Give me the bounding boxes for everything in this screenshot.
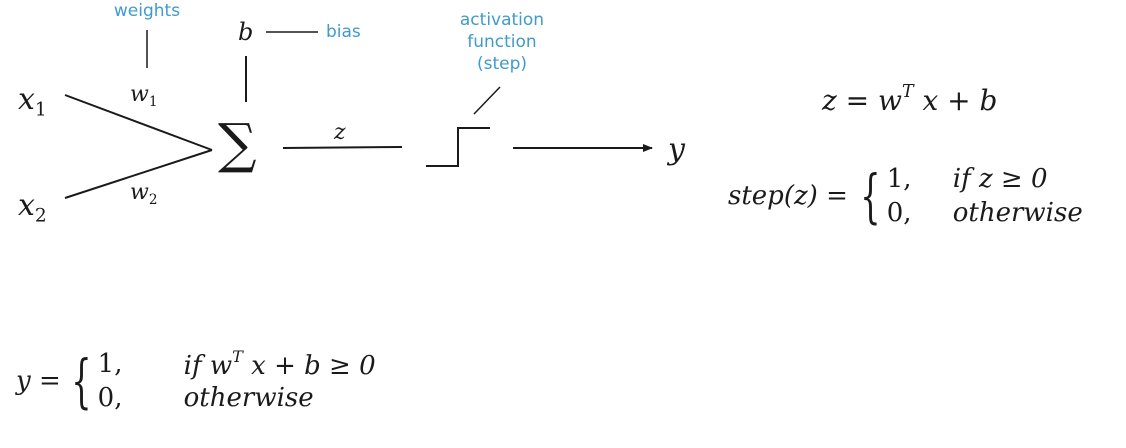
activation-line-1: activation <box>459 10 545 30</box>
input-x2-symbol: x <box>18 188 35 223</box>
y-def-case-1-value: 1, <box>97 349 123 379</box>
input-x1-subscript: 1 <box>34 99 47 121</box>
step-function-glyph <box>426 127 490 167</box>
step-def-case-1-value: 1, <box>886 164 912 194</box>
summation-symbol: ∑ <box>218 112 257 175</box>
y-def-case-2-value: 0, <box>97 383 123 413</box>
y-def-case-1-transpose: T <box>232 346 243 366</box>
y-def-case-2-condition: otherwise <box>183 383 314 413</box>
step-def-case-1: 1, if z ≥ 0 <box>887 162 1083 196</box>
activation-function-annotation: activation function (step) <box>442 9 562 75</box>
input-x1-symbol: x <box>18 82 35 117</box>
edge-x2-to-sum <box>64 149 213 199</box>
weight-w2-symbol: w <box>130 180 149 205</box>
input-x2-subscript: 2 <box>34 205 47 227</box>
input-x1: x1 <box>18 82 47 121</box>
activation-leader-line <box>473 86 501 115</box>
step-def-lhs: step(z) = <box>728 181 848 211</box>
weight-w2-subscript: 2 <box>148 191 158 208</box>
y-def-case-1-condition: if wT x + b ≥ 0 <box>184 347 376 381</box>
bias-annotation: bias <box>326 22 361 42</box>
y-def-case-1-cond-pre: if w <box>183 351 233 382</box>
edge-x1-to-sum <box>64 94 213 151</box>
output-definition: y = { 1, if wT x + b ≥ 0 0, otherwise <box>16 347 376 415</box>
y-def-cases: 1, if wT x + b ≥ 0 0, otherwise <box>98 347 376 415</box>
weight-w1: w1 <box>130 82 158 110</box>
z-def-rhs: x + b <box>922 84 998 118</box>
weight-w1-subscript: 1 <box>148 93 158 110</box>
input-x2: x2 <box>18 188 47 227</box>
z-definition-equation: z = wT x + b <box>822 82 997 117</box>
activation-line-3: (step) <box>476 54 528 74</box>
activation-line-2: function <box>467 32 537 52</box>
step-def-case-2: 0, otherwise <box>887 196 1083 230</box>
weights-annotation: weights <box>113 1 181 21</box>
output-y: y <box>668 132 685 167</box>
step-def-case-1-condition: if z ≥ 0 <box>952 164 1048 194</box>
y-def-brace: { <box>71 347 92 415</box>
z-def-transpose: T <box>901 82 914 102</box>
weight-w2: w2 <box>130 180 158 208</box>
y-def-case-1: 1, if wT x + b ≥ 0 <box>98 347 376 381</box>
edge-sum-to-step <box>282 146 403 149</box>
weight-w1-symbol: w <box>130 82 149 107</box>
step-def-brace: { <box>860 162 881 230</box>
step-function-definition: step(z) = { 1, if z ≥ 0 0, otherwise <box>728 162 1083 230</box>
bias-symbol: b <box>238 18 254 46</box>
z-def-lhs: z = w <box>822 84 902 118</box>
z-label: z <box>334 120 346 145</box>
step-def-cases: 1, if z ≥ 0 0, otherwise <box>887 162 1083 230</box>
step-def-case-2-value: 0, <box>886 198 912 228</box>
y-def-case-1-cond-post: x + b ≥ 0 <box>251 351 376 382</box>
y-def-case-2: 0, otherwise <box>98 381 376 415</box>
y-def-lhs: y = <box>16 366 61 396</box>
step-def-case-2-condition: otherwise <box>952 198 1083 228</box>
